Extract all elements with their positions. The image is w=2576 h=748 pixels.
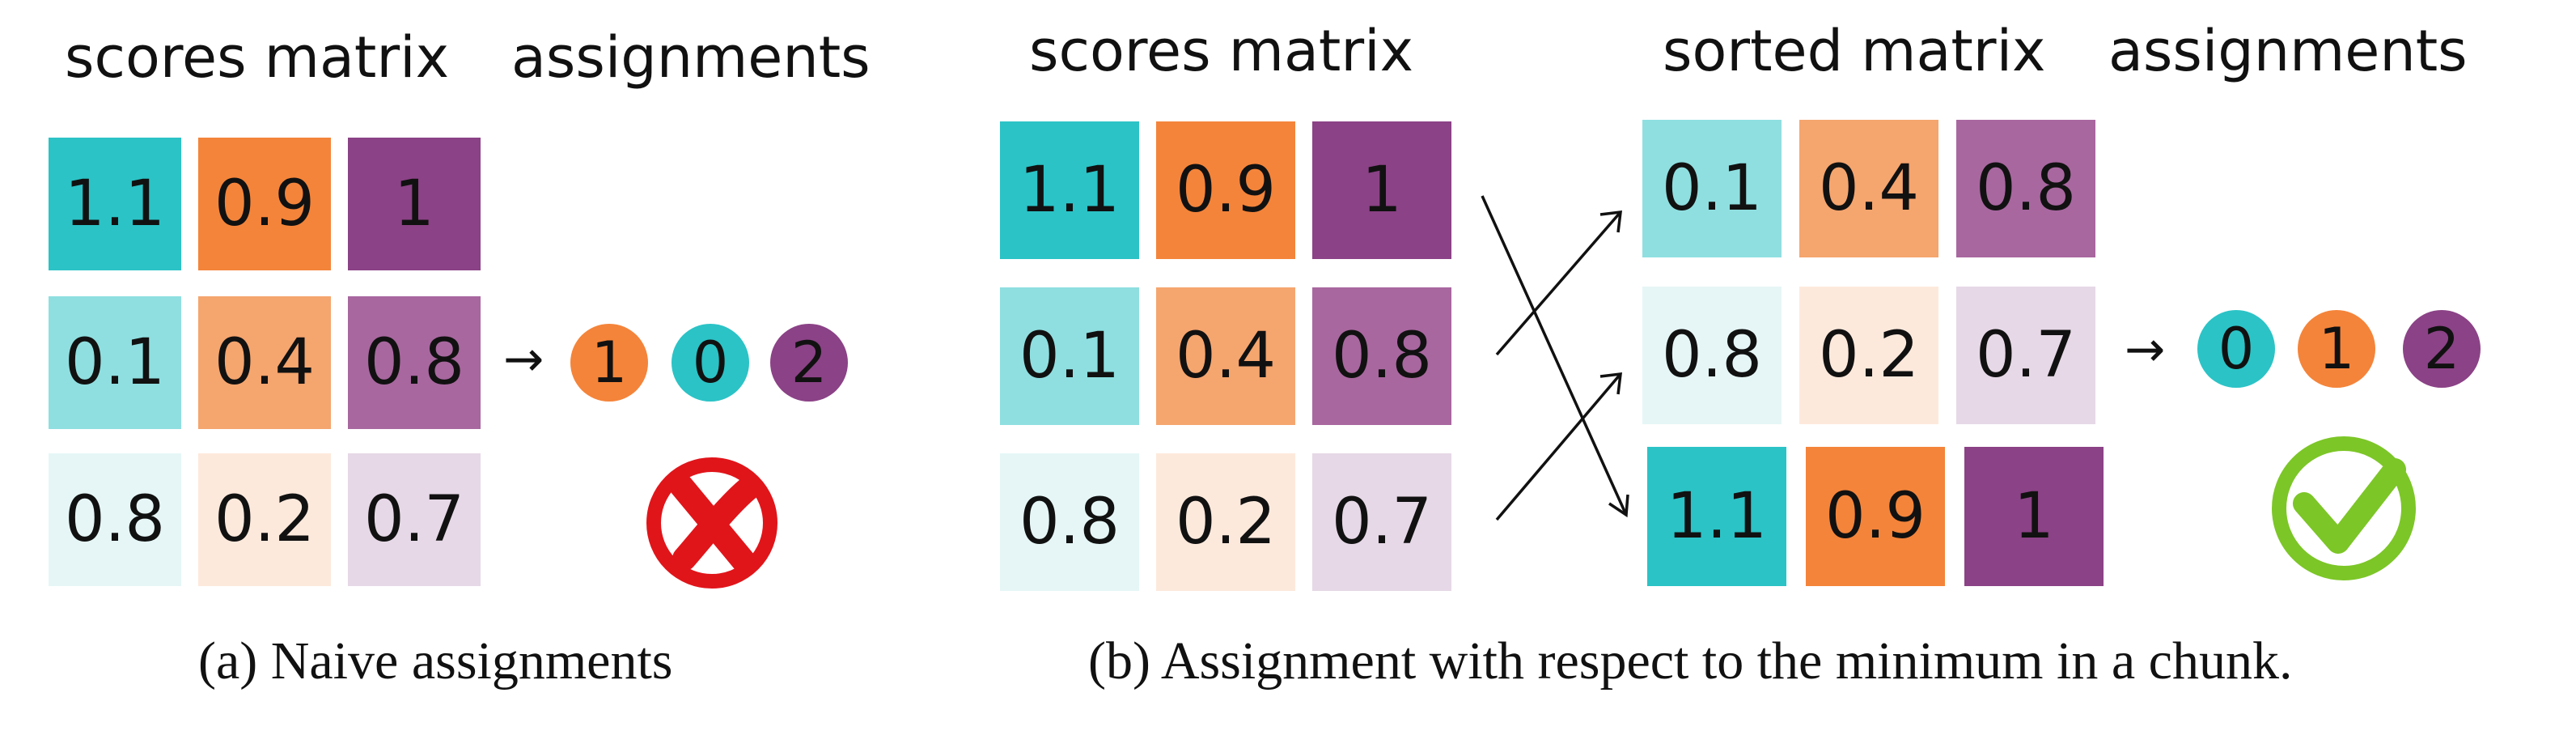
sorted-matrix-cell: 0.8 [1642,287,1782,424]
matrix-cell: 0.4 [1156,287,1295,425]
panel-a-matrix-title: scores matrix [65,24,449,91]
matrix-cell: 1.1 [49,138,181,270]
sort-arrows [1481,195,1629,521]
panel-b-matrix-title: scores matrix [1029,18,1413,84]
matrix-cell: 0.4 [198,296,331,429]
matrix-cell: 0.8 [1312,287,1451,425]
assignment-circle: 1 [2298,310,2375,388]
matrix-cell: 0.8 [49,453,181,586]
matrix-cell: 1 [1312,121,1451,259]
green-check-icon [2272,436,2416,580]
matrix-cell: 0.8 [1000,453,1139,591]
sorted-matrix-cell: 0.1 [1642,120,1782,257]
panel-b-arrow: → [2125,321,2166,378]
matrix-cell: 0.2 [198,453,331,586]
panel-b-assignments-title: assignments [2108,18,2468,84]
matrix-cell: 0.9 [1156,121,1295,259]
red-x-icon [646,457,777,589]
assignment-circle: 0 [672,324,749,402]
matrix-cell: 1.1 [1000,121,1139,259]
panel-b-sorted-title: sorted matrix [1663,18,2046,84]
assignment-circle: 2 [770,324,848,402]
matrix-cell: 0.9 [198,138,331,270]
panel-b-caption: (b) Assignment with respect to the minim… [1088,631,2293,691]
assignment-circle: 2 [2403,310,2481,388]
sorted-matrix-cell: 0.7 [1956,287,2095,424]
matrix-cell: 0.1 [1000,287,1139,425]
panel-a-assignments-title: assignments [511,24,871,91]
assignment-circle: 1 [570,324,648,402]
matrix-cell: 0.1 [49,296,181,429]
matrix-cell: 0.7 [1312,453,1451,591]
sorted-matrix-cell: 0.4 [1799,120,1938,257]
matrix-cell: 0.8 [348,296,481,429]
assignment-circle: 0 [2197,310,2275,388]
matrix-cell: 1 [348,138,481,270]
panel-a-arrow: → [503,331,544,388]
matrix-cell: 0.7 [348,453,481,586]
sorted-matrix-cell: 0.8 [1956,120,2095,257]
sorted-matrix-cell: 1.1 [1647,447,1786,586]
sorted-matrix-cell: 0.2 [1799,287,1938,424]
sorted-matrix-cell: 0.9 [1806,447,1945,586]
sorted-matrix-cell: 1 [1964,447,2104,586]
panel-a-caption: (a) Naive assignments [198,631,673,691]
matrix-cell: 0.2 [1156,453,1295,591]
